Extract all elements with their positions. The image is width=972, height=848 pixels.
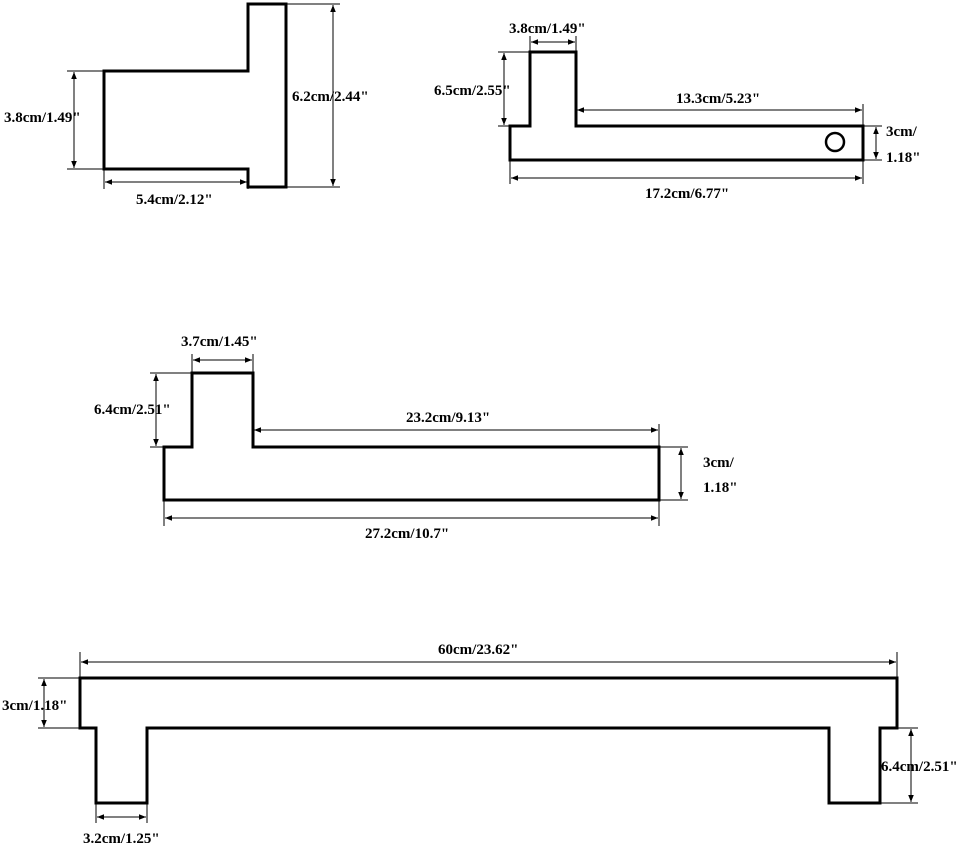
mounting-hole [824,131,846,153]
towel-bar-thickness-label: 3cm/1.18" [2,698,67,714]
towel-bar-post-width-label: 3.2cm/1.25" [83,831,160,847]
paper-holder-outline [162,371,661,502]
paper-holder-thickness-label-2: 1.18" [703,480,738,496]
towel-ring-width-label: 3.8cm/1.49" [509,21,586,37]
towel-ring-height-label: 6.5cm/2.55" [434,83,511,99]
towel-ring-figure: 3.8cm/1.49" 6.5cm/2.55" 13.3cm/5.23" 3cm… [434,21,921,202]
towel-bar-outline [78,676,899,805]
paper-holder-arm-label: 23.2cm/9.13" [406,410,490,426]
towel-ring-arm-label: 13.3cm/5.23" [676,91,760,107]
towel-ring-total-label: 17.2cm/6.77" [645,186,729,202]
hook-plate-height-label: 6.2cm/2.44" [292,89,369,105]
paper-holder-figure: 3.7cm/1.45" 6.4cm/2.51" 23.2cm/9.13" 3cm… [94,334,738,542]
towel-ring-thickness-label-2: 1.18" [886,150,921,166]
towel-ring-thickness-label-1: 3cm/ [886,124,918,140]
towel-bar-post-label: 6.4cm/2.51" [881,759,958,775]
towel-bar-figure: 60cm/23.62" 3cm/1.18" 6.4cm/2.51" 3.2cm/… [2,642,958,847]
hook-height-label: 3.8cm/1.49" [4,110,81,126]
paper-holder-thickness-label-1: 3cm/ [703,455,735,471]
paper-holder-height-label: 6.4cm/2.51" [94,402,171,418]
hook-depth-label: 5.4cm/2.12" [136,192,213,208]
hook-figure: 3.8cm/1.49" 6.2cm/2.44" 5.4cm/2.12" [4,2,369,208]
paper-holder-width-label: 3.7cm/1.45" [181,334,258,350]
hook-outline [102,2,288,189]
paper-holder-total-label: 27.2cm/10.7" [365,526,449,542]
towel-ring-outline [508,50,865,162]
towel-bar-length-label: 60cm/23.62" [438,642,518,658]
